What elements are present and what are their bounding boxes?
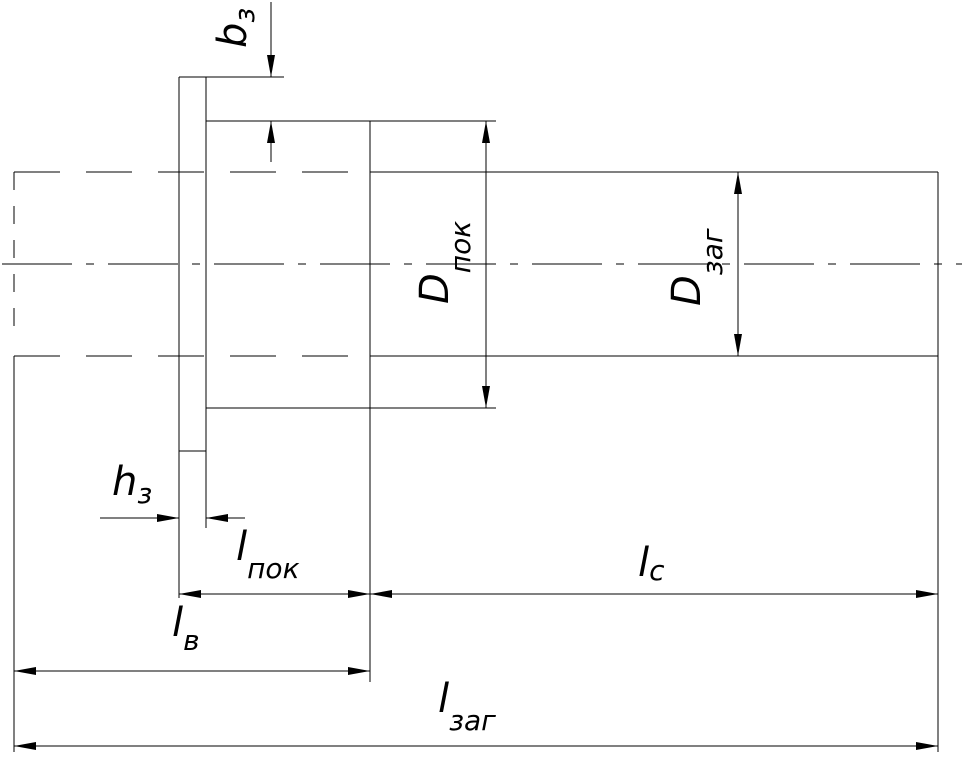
l-v-arrow-left (14, 667, 36, 675)
l-pok-arrow-right (348, 590, 370, 598)
l-zag-arrow-right (916, 742, 938, 750)
l-c-arrow-right (916, 590, 938, 598)
l-zag-arrow-left (14, 742, 36, 750)
d-pok-arrow-bottom (482, 386, 490, 408)
d-zag-arrow-bottom (734, 334, 742, 356)
dimension-l-v: lв (14, 600, 370, 675)
d-zag-label: Dзаг (664, 228, 729, 306)
d-pok-arrow-top (482, 121, 490, 143)
blank-outline (13, 171, 939, 752)
l-c-label: lc (638, 540, 665, 587)
b3-label: bз (210, 8, 261, 48)
h3-label: hз (112, 459, 152, 510)
bar-outline (206, 120, 496, 682)
b3-arrow-top (267, 55, 275, 77)
l-pok-label: lпок (236, 524, 300, 585)
dimension-l-zag: lзаг (14, 676, 938, 750)
dimension-d-pok: Dпок (412, 121, 490, 408)
h3-arrow-right (206, 514, 228, 522)
l-v-label: lв (172, 600, 200, 657)
l-c-arrow-left (370, 590, 392, 598)
dimension-l-c: lc (370, 540, 938, 598)
l-pok-arrow-left (179, 590, 201, 598)
b3-arrow-bottom (267, 121, 275, 143)
dimension-d-zag: Dзаг (664, 172, 742, 356)
clamp-rectangle (178, 76, 284, 598)
dimension-b3: bз (210, 2, 275, 162)
d-pok-label: Dпок (412, 221, 477, 304)
dimension-l-pok: lпок (179, 524, 370, 598)
l-zag-label: lзаг (438, 676, 496, 737)
l-v-arrow-right (348, 667, 370, 675)
d-zag-arrow-top (734, 172, 742, 194)
dimension-h3: hз (100, 459, 245, 522)
h3-arrow-left (157, 514, 179, 522)
